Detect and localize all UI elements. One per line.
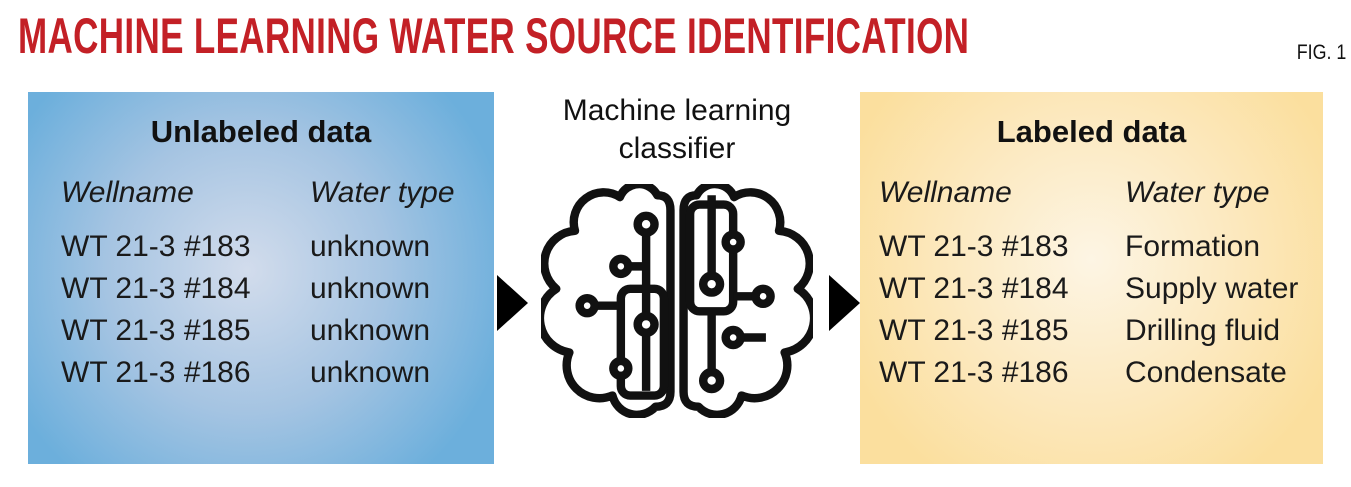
circuit-node	[721, 325, 745, 350]
cell-water-type: unknown	[310, 230, 431, 263]
classifier-label-line1: Machine learning	[562, 94, 792, 127]
circuit-node	[721, 230, 745, 254]
cell-water-type: unknown	[310, 356, 431, 389]
cell-water-type: Supply water	[1125, 272, 1299, 305]
circuit-node	[633, 211, 659, 237]
flow-arrow-left-icon	[497, 275, 528, 331]
cell-water-type: unknown	[310, 272, 431, 305]
cell-wellname: WT 21-3 #185	[61, 314, 251, 347]
cell-wellname: WT 21-3 #186	[61, 356, 251, 389]
table-row: WT 21-3 #186 Condensate	[860, 352, 1323, 394]
flow-arrow-right-icon	[829, 275, 860, 331]
unlabeled-data-panel: Unlabeled data Wellname Water type WT 21…	[28, 92, 494, 464]
circuit-node	[633, 311, 659, 338]
classifier-label-line2: classifier	[618, 132, 736, 165]
column-header-water-type: Water type	[310, 176, 455, 209]
table-row: WT 21-3 #186 unknown	[28, 352, 494, 394]
labeled-data-panel: Labeled data Wellname Water type WT 21-3…	[860, 92, 1323, 464]
panel-title: Labeled data	[996, 114, 1187, 149]
cell-wellname: WT 21-3 #183	[61, 230, 251, 263]
figure-title: MACHINE LEARNING WATER SOURCE IDENTIFICA…	[18, 8, 970, 64]
figure-number-label: FIG. 1	[1296, 41, 1346, 64]
circuit-node	[609, 356, 633, 381]
panel-title: Unlabeled data	[150, 114, 372, 149]
circuit-node	[698, 271, 725, 297]
column-header-wellname: Wellname	[61, 176, 194, 209]
column-header-water-type: Water type	[1125, 176, 1270, 209]
table-body: WT 21-3 #183 Formation WT 21-3 #184 Supp…	[860, 226, 1323, 394]
table-row: WT 21-3 #183 Formation	[860, 226, 1323, 268]
table-row: WT 21-3 #185 Drilling fluid	[860, 310, 1323, 352]
cell-wellname: WT 21-3 #184	[61, 272, 251, 305]
table-row: WT 21-3 #183 unknown	[28, 226, 494, 268]
table-row: WT 21-3 #185 unknown	[28, 310, 494, 352]
column-headers: Wellname Water type	[860, 176, 1323, 210]
cell-water-type: Formation	[1125, 230, 1261, 263]
column-headers: Wellname Water type	[28, 176, 494, 210]
circuit-traces-right	[707, 195, 766, 373]
circuit-node	[609, 254, 633, 279]
circuit-node	[575, 293, 599, 318]
cell-wellname: WT 21-3 #185	[879, 314, 1069, 347]
cell-wellname: WT 21-3 #183	[879, 230, 1069, 263]
table-body: WT 21-3 #183 unknown WT 21-3 #184 unknow…	[28, 226, 494, 394]
brain-circuit-icon	[541, 184, 813, 418]
circuit-node	[698, 367, 725, 394]
cell-wellname: WT 21-3 #186	[879, 356, 1069, 389]
cell-water-type: Drilling fluid	[1125, 314, 1281, 347]
classifier-label: Machine learning classifier	[494, 92, 860, 168]
cell-water-type: unknown	[310, 314, 431, 347]
column-header-wellname: Wellname	[879, 176, 1012, 209]
table-row: WT 21-3 #184 unknown	[28, 268, 494, 310]
circuit-traces-left	[595, 233, 651, 391]
circuit-node	[751, 284, 775, 309]
cell-wellname: WT 21-3 #184	[879, 272, 1069, 305]
table-row: WT 21-3 #184 Supply water	[860, 268, 1323, 310]
cell-water-type: Condensate	[1125, 356, 1287, 389]
